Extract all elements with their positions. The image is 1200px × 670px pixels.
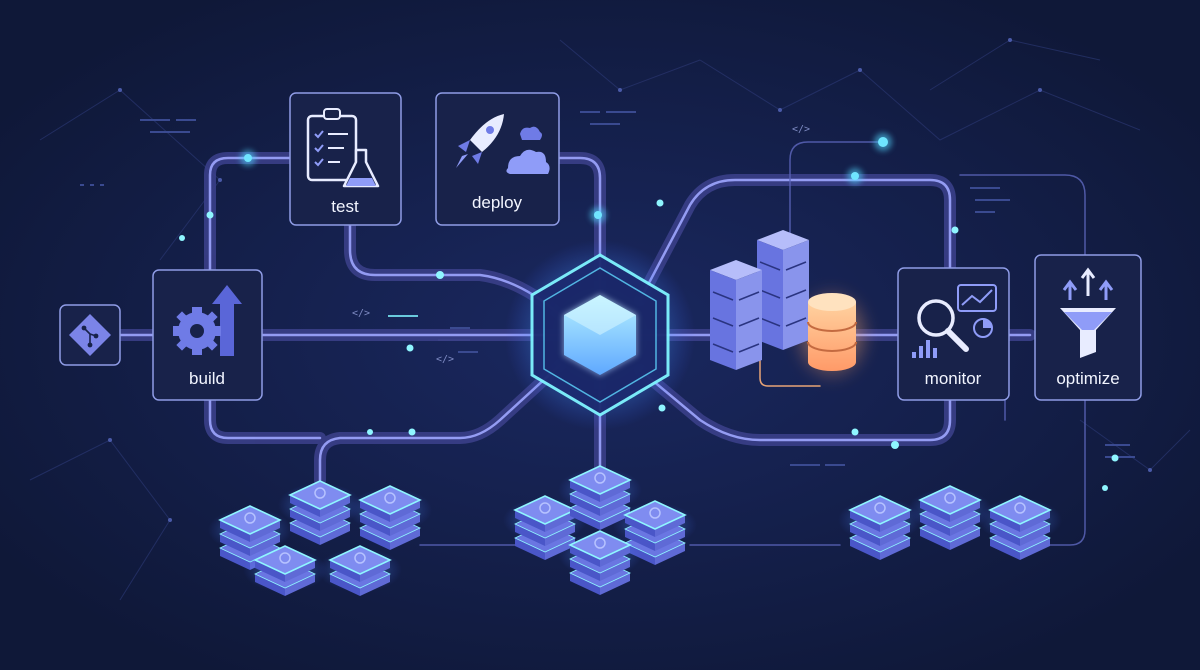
tile-stack (613, 500, 697, 565)
code-tag: </> (352, 308, 370, 319)
git-icon (69, 314, 111, 356)
test-label: test (331, 197, 359, 216)
test-stage: test (289, 92, 402, 226)
tile-stack (503, 495, 587, 560)
hub-core (505, 240, 695, 430)
tile-stack (243, 545, 327, 596)
code-tag: </> (436, 354, 454, 365)
build-stage: build (152, 269, 263, 401)
source-stage (59, 304, 121, 366)
monitor-label: monitor (925, 369, 982, 388)
tile-stack (838, 495, 922, 560)
tile-stack (908, 485, 992, 550)
gear-arrow-icon (173, 285, 242, 356)
background-dots (108, 38, 1152, 522)
tile-stack (558, 530, 642, 595)
tile-stack (558, 465, 642, 530)
deploy-stage: deploy (435, 92, 560, 226)
build-label: build (189, 369, 225, 388)
optimize-stage: optimize (1034, 254, 1142, 401)
deploy-label: deploy (472, 193, 523, 212)
tile-stack (318, 545, 402, 596)
bottom-tile-clusters (208, 465, 1062, 596)
rocket-cloud-icon (456, 114, 550, 174)
background-code-dashes (80, 111, 1135, 466)
monitor-stage: monitor (897, 267, 1010, 401)
tile-stack (978, 495, 1062, 560)
optimize-label: optimize (1056, 369, 1119, 388)
hexagon-core-icon (563, 294, 637, 376)
code-tag: </> (792, 124, 810, 135)
tile-stack (348, 485, 432, 550)
funnel-arrows-icon (1060, 267, 1116, 358)
clipboard-flask-icon (306, 108, 380, 188)
database (807, 293, 857, 371)
pipe-glow-halos (240, 133, 892, 223)
tile-stack (278, 480, 362, 545)
server-rack (710, 230, 809, 370)
server-database-icon (710, 230, 874, 385)
magnifier-chart-icon (912, 284, 997, 358)
